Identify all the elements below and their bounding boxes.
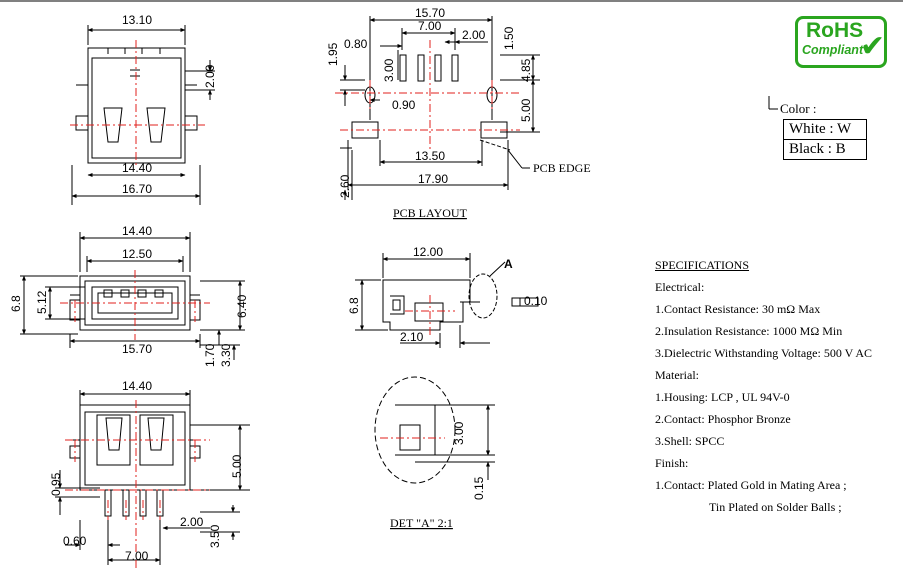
pcb-d1790: 17.90 bbox=[418, 172, 448, 186]
front-d330: 3.30 bbox=[219, 343, 233, 367]
rohs-line1: RoHS bbox=[806, 19, 864, 42]
color-label: Color : bbox=[780, 101, 817, 116]
side-d210: 2.10 bbox=[400, 330, 424, 344]
front-d170: 1.70 bbox=[203, 343, 217, 367]
specs-m3: 3.Shell: SPCC bbox=[655, 434, 725, 448]
color-option-black: Black : B bbox=[784, 139, 866, 159]
bottom-d350: 3.50 bbox=[208, 524, 222, 548]
side-h1: 6.8 bbox=[347, 297, 361, 314]
side-view bbox=[355, 253, 539, 348]
side-view-centerlines bbox=[405, 295, 455, 338]
detail-a bbox=[374, 376, 495, 484]
pcb-d300: 3.00 bbox=[382, 58, 396, 82]
pcb-w2: 7.00 bbox=[418, 19, 442, 33]
pcb-layout-title: PCB LAYOUT bbox=[393, 206, 468, 220]
pcb-d500: 5.00 bbox=[519, 98, 533, 122]
pcb-d485: 4.85 bbox=[519, 58, 533, 82]
top-w1: 13.10 bbox=[122, 13, 152, 27]
front-w1: 14.40 bbox=[122, 224, 152, 238]
specs-e2: 2.Insulation Resistance: 1000 MΩ Min bbox=[655, 324, 843, 338]
pcb-d195: 1.95 bbox=[326, 42, 340, 66]
front-w3: 15.70 bbox=[122, 342, 152, 356]
bottom-view-centerlines bbox=[65, 400, 210, 570]
pcb-edge-label: PCB EDGE bbox=[533, 161, 591, 175]
bottom-w1: 14.40 bbox=[122, 379, 152, 393]
detail-title: DET "A" 2:1 bbox=[390, 516, 453, 530]
bottom-d095: 0.95 bbox=[49, 472, 63, 496]
pcb-d080: 0.80 bbox=[344, 37, 368, 51]
front-view-centerlines bbox=[60, 270, 210, 340]
specs-title: SPECIFICATIONS bbox=[655, 258, 750, 272]
specs-electrical-heading: Electrical: bbox=[655, 280, 705, 294]
bottom-d700: 7.00 bbox=[125, 549, 149, 563]
bottom-d200: 2.00 bbox=[180, 515, 204, 529]
pcb-d1350: 13.50 bbox=[415, 149, 445, 163]
detail-d300: 3.00 bbox=[452, 421, 466, 445]
front-w2: 12.50 bbox=[122, 247, 152, 261]
top-view-centerlines bbox=[70, 40, 205, 165]
specs-f1: 1.Contact: Plated Gold in Mating Area ; bbox=[655, 478, 847, 492]
specs-finish-heading: Finish: bbox=[655, 456, 689, 470]
pcb-w1: 15.70 bbox=[415, 6, 445, 20]
color-option-white: White : W bbox=[789, 121, 852, 137]
pcb-d090: 0.90 bbox=[392, 98, 416, 112]
check-icon: ✔ bbox=[860, 29, 886, 64]
bottom-d500: 5.00 bbox=[230, 454, 244, 478]
rohs-line2: Compliant bbox=[802, 43, 864, 57]
top-d1: 2.00 bbox=[203, 64, 217, 88]
pcb-centerlines bbox=[335, 40, 520, 150]
specs-m1: 1.Housing: LCP , UL 94V-0 bbox=[655, 390, 790, 404]
bottom-d060: 0.60 bbox=[63, 534, 87, 548]
pcb-d200: 2.00 bbox=[462, 28, 486, 42]
specs-e1: 1.Contact Resistance: 30 mΩ Max bbox=[655, 302, 821, 316]
front-h1: 6.8 bbox=[9, 295, 23, 312]
specs-m2: 2.Contact: Phosphor Bronze bbox=[655, 412, 791, 426]
side-callout: A bbox=[504, 257, 513, 271]
specs-e3: 3.Dielectric Withstanding Voltage: 500 V… bbox=[655, 346, 873, 360]
pcb-d150: 1.50 bbox=[502, 26, 516, 50]
top-view bbox=[71, 25, 215, 205]
front-view bbox=[20, 232, 245, 360]
top-w2: 14.40 bbox=[122, 161, 152, 175]
front-h3: 6.40 bbox=[235, 294, 249, 318]
rohs-logo: RoHS Compliant ✔ bbox=[795, 16, 887, 68]
detail-d015: 0.15 bbox=[472, 476, 486, 500]
side-w1: 12.00 bbox=[413, 245, 443, 259]
pcb-d260: 2.60 bbox=[338, 174, 352, 198]
specs-f2: Tin Plated on Solder Balls ; bbox=[709, 500, 842, 514]
front-h2: 5.12 bbox=[35, 290, 49, 314]
side-flat: 0.10 bbox=[524, 294, 548, 308]
top-w3: 16.70 bbox=[122, 182, 152, 196]
color-table: White : W Black : B bbox=[783, 119, 867, 160]
specs-material-heading: Material: bbox=[655, 368, 699, 382]
pcb-layout bbox=[340, 16, 540, 200]
